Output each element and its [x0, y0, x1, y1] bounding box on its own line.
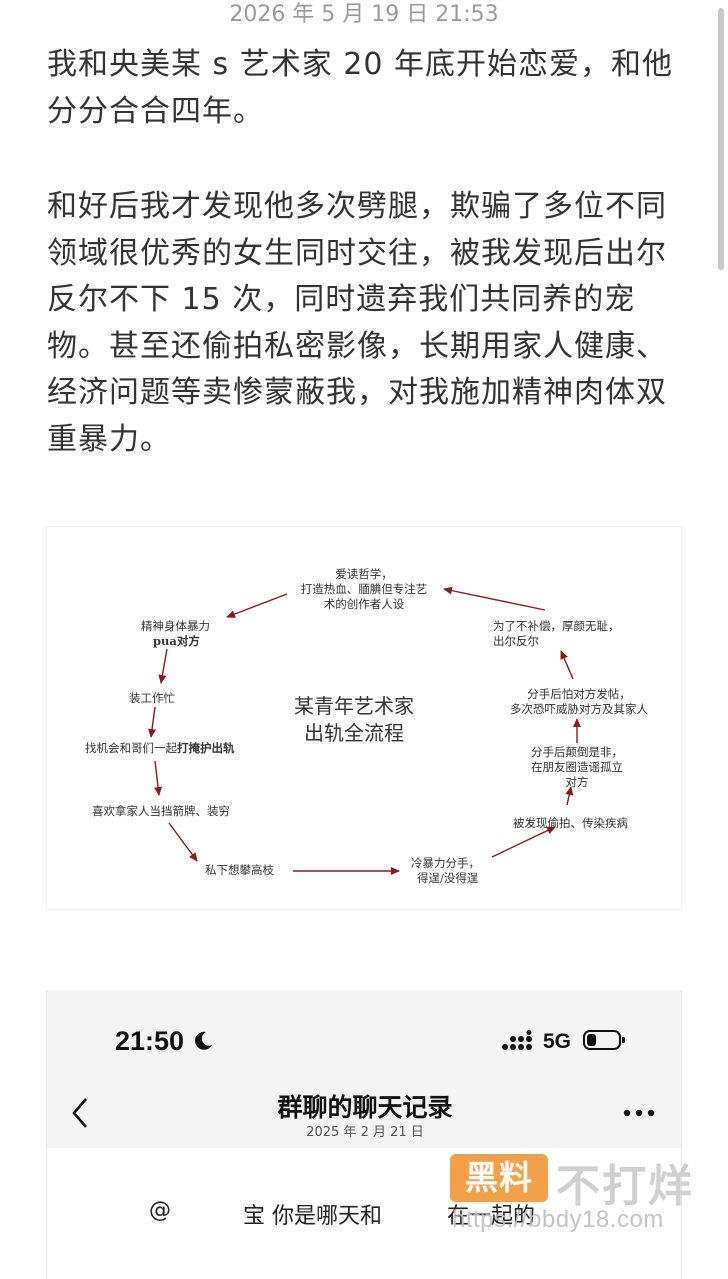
chat-message-part-2: 在一起的: [447, 1204, 536, 1229]
diagram-node-breakup: 冷暴力分手， 得逞/没得逞: [411, 856, 480, 886]
node-persona-line-1: 爱读哲学，: [335, 567, 393, 581]
diagram-node-family: 喜欢拿家人当挡箭牌、装穷: [92, 804, 230, 818]
diagram-node-abuse: 精神身体暴力 pua对方: [141, 619, 210, 649]
diagram-node-discovered: 被发现偷拍、传染疾病: [513, 816, 628, 830]
diagram-node-persona: 爱读哲学， 打造热血、腼腆但专注艺 术的创作者人设: [294, 567, 434, 612]
diagram-node-climb: 私下想攀高枝: [205, 863, 274, 877]
arrow-busy-to-cover: [148, 706, 157, 738]
network-type: 5G: [543, 1030, 572, 1053]
post-paragraph-2: 和好后我才发现他多次劈腿，欺骗了多位不同领域很优秀的女生同时交往，被我发现后出尔…: [47, 189, 667, 457]
diagram-node-noreturn: 为了不补偿，厚颜无耻， 出尔反尔: [493, 619, 620, 649]
node-threat-line-2: 多次恐吓威胁对方及其家人: [510, 702, 648, 716]
diagram-node-reverse: 分手后颠倒是非， 在朋友圈造谣孤立 对方: [507, 745, 647, 790]
node-cover-prefix: 找机会和哥们一起: [85, 741, 177, 755]
node-cover-bold: 打掩护出轨: [177, 741, 235, 755]
diagram-node-cover: 找机会和哥们一起打掩护出轨: [85, 741, 235, 756]
diagram-center-line-1: 某青年艺术家: [294, 694, 414, 718]
diagram-node-threat: 分手后怕对方发帖， 多次恐吓威胁对方及其家人: [497, 687, 661, 717]
arrow-top-to-abuse: [226, 593, 288, 618]
back-chevron-icon[interactable]: [69, 1096, 91, 1130]
scrollbar[interactable]: [718, 8, 724, 270]
node-breakup-line-1: 冷暴力分手，: [411, 856, 480, 870]
chat-title: 群聊的聊天记录: [277, 1093, 453, 1122]
post-paragraph-1: 我和央美某 s 艺术家 20 年底开始恋爱，和他分分合合四年。: [47, 47, 673, 129]
node-persona-line-2: 打造热血、腼腆但专注艺: [300, 582, 428, 596]
post-timestamp: 2026 年 5 月 19 日 21:53: [229, 2, 499, 27]
flow-diagram-image[interactable]: 某青年艺术家 出轨全流程 爱读哲学， 打造热血、腼腆但专注艺 术的创作者人设 精…: [46, 526, 682, 910]
watermark-url: https://bbdy18.com: [452, 1206, 664, 1233]
status-time: 21:50: [115, 1026, 185, 1056]
signal-icon: [502, 1030, 532, 1050]
moon-icon: [195, 1031, 212, 1050]
arrow-cover-to-family: [154, 760, 163, 796]
node-threat-line-1: 分手后怕对方发帖，: [527, 687, 631, 701]
node-reverse-line-3: 对方: [565, 775, 589, 789]
arrow-discovered-to-reverse: [565, 786, 574, 806]
arrow-breakup-to-discovered: [491, 826, 556, 858]
node-abuse-line-2: pua对方: [153, 634, 200, 648]
node-abuse-line-1: 精神身体暴力: [141, 619, 210, 633]
arrow-abuse-to-busy: [158, 648, 168, 684]
node-persona-line-3: 术的创作者人设: [323, 597, 405, 611]
arrow-family-to-climb: [168, 822, 198, 862]
diagram-node-busy: 装工作忙: [129, 691, 175, 705]
watermark-text: 不打烊: [556, 1161, 694, 1212]
arrow-noreturn-to-top: [443, 586, 546, 611]
chat-screenshot-image[interactable]: 21:50 5G 群聊的聊天记录 2025 年 2 月 21 日 @ 宝 你是哪…: [46, 990, 682, 1279]
node-noreturn-line-1: 为了不补偿，厚颜无耻，: [493, 619, 620, 633]
node-breakup-line-2: 得逞/没得逞: [417, 871, 479, 885]
diagram-center-title: 某青年艺术家 出轨全流程: [294, 693, 414, 747]
chat-message-area: @ 宝 你是哪天和 在一起的: [47, 1148, 681, 1279]
arrow-threat-to-noreturn: [560, 650, 574, 680]
node-reverse-line-2: 在朋友圈造谣孤立: [531, 760, 623, 774]
watermark-logo: 黑料: [450, 1154, 548, 1202]
chat-message-part-1: 宝 你是哪天和: [243, 1204, 382, 1229]
battery-icon: [583, 1030, 625, 1050]
chat-date: 2025 年 2 月 21 日: [306, 1125, 424, 1140]
more-icon[interactable]: [623, 1108, 655, 1118]
chat-message-at: @: [149, 1198, 171, 1223]
diagram-center-line-2: 出轨全流程: [304, 721, 404, 745]
node-reverse-line-1: 分手后颠倒是非，: [531, 745, 623, 759]
node-noreturn-line-2: 出尔反尔: [493, 634, 539, 648]
diagram-arrows: [148, 586, 581, 875]
